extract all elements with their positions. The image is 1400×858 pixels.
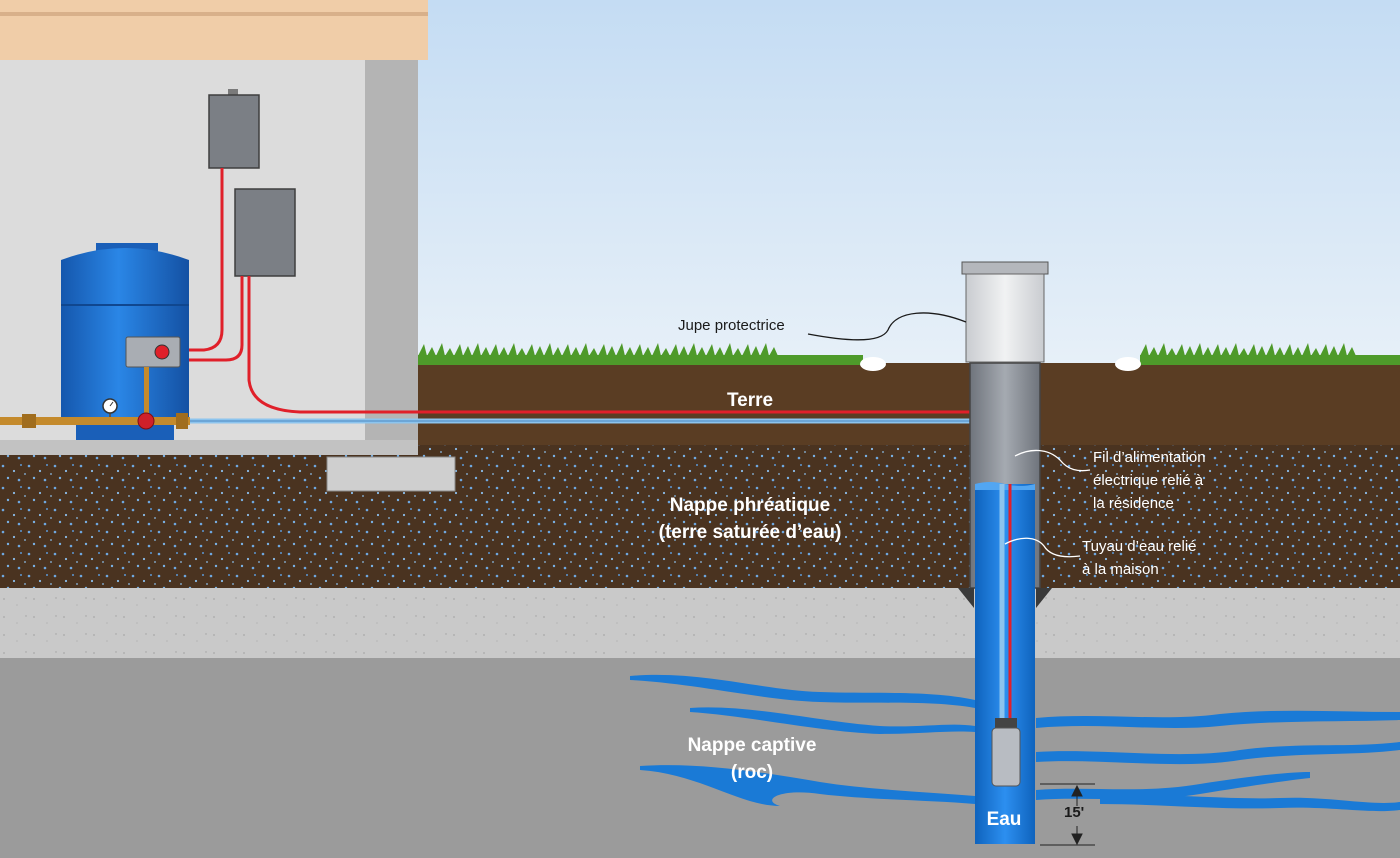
rock-band-texture <box>0 588 1400 658</box>
label-nappe-phreatique: Nappe phréatique (terre saturée d’eau) <box>645 492 855 546</box>
house-wiring <box>180 168 1012 720</box>
label-nappe-captive-line2: (roc) <box>730 762 774 783</box>
well-water-surface <box>975 482 1035 490</box>
house-wall-side <box>365 60 418 455</box>
saturated-soil-specks <box>0 443 1400 588</box>
label-eau: Eau <box>986 809 1022 830</box>
grass-right <box>1140 343 1400 365</box>
lawn-gap-left <box>860 357 886 371</box>
house-roof <box>0 0 428 60</box>
label-nappe-captive: Nappe captive (roc) <box>672 732 832 786</box>
label-nappe-phreatique-line1: Nappe phréatique <box>669 495 831 516</box>
label-tuyau-line2: à la maison <box>1082 561 1159 578</box>
label-nappe-captive-line1: Nappe captive <box>687 735 817 756</box>
rock-fractures <box>630 674 1400 812</box>
label-nappe-phreatique-line2: (terre saturée d’eau) <box>658 522 842 543</box>
leader-lines <box>807 312 967 341</box>
house-plumbing <box>0 408 190 429</box>
house-floor <box>0 440 418 455</box>
gauge-icon <box>102 398 118 414</box>
label-jupe-protectrice: Jupe protectrice <box>678 317 785 334</box>
label-fil-alimentation: Fil d’alimentation électrique relié à la… <box>1093 446 1206 515</box>
pressure-tank-icon <box>61 243 189 440</box>
label-fil-line1: Fil d’alimentation <box>1093 449 1206 466</box>
electrical-box-icon <box>208 89 296 277</box>
label-fil-line3: la résidence <box>1093 495 1174 512</box>
well-cap <box>961 261 1049 363</box>
lawn-gap-right <box>1115 357 1141 371</box>
label-tuyau-line1: Tuyau d’eau relié <box>1082 538 1197 555</box>
label-depth: 15' <box>1064 804 1085 821</box>
grass-left <box>418 343 863 365</box>
pump-icon <box>991 718 1021 787</box>
house-roof-edge <box>0 12 428 16</box>
label-terre: Terre <box>726 390 774 411</box>
topsoil-layer <box>418 363 1400 445</box>
label-tuyau-eau: Tuyau d’eau relié à la maison <box>1082 535 1197 581</box>
house-footing <box>326 456 456 492</box>
leader-lines-light <box>1004 449 1091 558</box>
valve-icon <box>137 412 155 430</box>
depth-indicator <box>1040 783 1095 846</box>
label-fil-line2: électrique relié à <box>1093 472 1204 489</box>
